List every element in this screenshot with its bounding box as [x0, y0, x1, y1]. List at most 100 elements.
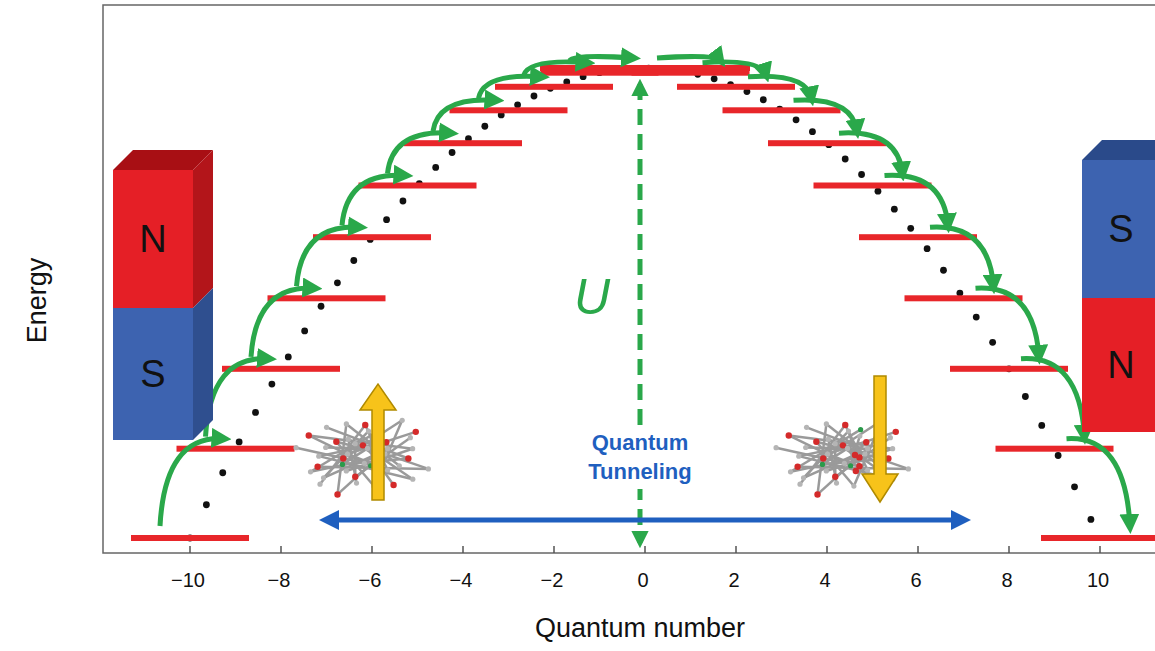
hop-arrow [160, 439, 224, 526]
molecule-atom [813, 438, 819, 444]
energy-level [859, 234, 977, 240]
molecule-atom [842, 461, 847, 466]
molecule-atom [832, 474, 838, 480]
molecule-atom [354, 480, 359, 485]
hop-arrow [342, 175, 406, 225]
energy-level [632, 70, 750, 76]
tunneling-label: Quantum Tunneling [581, 427, 699, 488]
molecule-atom [906, 466, 911, 471]
molecule-atom [826, 437, 831, 442]
hop-arrow [748, 76, 812, 98]
molecule-atom [293, 445, 298, 450]
tick-label: −10 [171, 569, 205, 592]
axis-tick [280, 546, 282, 553]
molecule-atom [340, 462, 345, 467]
molecule-atom [324, 425, 329, 430]
tick-label: 4 [819, 569, 830, 592]
energy-level [495, 84, 613, 90]
energy-level [814, 183, 932, 189]
axis-tick [189, 546, 191, 553]
magnet-pole: N [113, 170, 193, 308]
molecule-atom [345, 451, 350, 456]
axis-tick [462, 546, 464, 553]
hop-arrow [570, 57, 634, 61]
axis-tick [735, 546, 737, 553]
pole-letter: N [1107, 344, 1134, 387]
tunneling-arrow [325, 518, 965, 523]
molecule-atom [408, 435, 413, 440]
molecule-bond [336, 442, 374, 486]
tick-label: 10 [1087, 569, 1109, 592]
molecule-atom [314, 464, 320, 470]
parabola-dot [236, 439, 243, 446]
parabola-dot [711, 75, 718, 82]
axis-ticks [190, 546, 1100, 553]
pole-letter: S [1108, 208, 1133, 251]
molecule-atom [362, 422, 368, 428]
molecule-atom [385, 467, 390, 472]
hop-arrow [433, 100, 497, 131]
parabola-dot [350, 257, 357, 264]
parabola-dot [1022, 393, 1029, 400]
parabola-dot [760, 96, 767, 103]
molecule-atom [385, 446, 390, 451]
molecule-atom [334, 491, 340, 497]
magnet-side-face [193, 150, 213, 308]
parabola-dot [269, 381, 276, 388]
molecule-atom [397, 463, 402, 468]
molecule-atom [820, 455, 826, 461]
molecule-atom [803, 445, 808, 450]
hop-arrow [206, 359, 270, 437]
parabola-dot [924, 245, 931, 252]
molecule-atom [400, 418, 405, 423]
molecule-atom [858, 427, 863, 432]
molecule-atom [316, 454, 321, 459]
magnet-pole: S [1082, 160, 1155, 298]
hop-arrow [1067, 439, 1131, 526]
hop-arrow [976, 288, 1040, 357]
molecule-atom [786, 432, 792, 438]
molecule-atom [851, 483, 856, 488]
parabola-dot [809, 128, 816, 135]
molecule-atom [801, 475, 806, 480]
molecule-atom [340, 455, 346, 461]
energy-level [950, 366, 1068, 372]
parabola-dot [334, 279, 341, 286]
parabola-dot [531, 93, 538, 100]
parabola-dot [1088, 516, 1095, 523]
energy-level [404, 140, 522, 146]
parabola-dot [1038, 422, 1045, 429]
molecule-atom [865, 446, 870, 451]
molecule-atom [405, 455, 411, 461]
molecule-bond [320, 425, 365, 484]
axis-tick [1099, 546, 1101, 553]
molecule-atom [333, 438, 339, 444]
tick-label: −6 [359, 569, 382, 592]
magnet-side-face [193, 288, 213, 440]
molecule-atom [893, 429, 899, 435]
molecule-atom [833, 441, 838, 446]
parabola-dot [219, 469, 226, 476]
axis-tick [371, 546, 373, 553]
molecule-atom [788, 469, 793, 474]
tick-label: 2 [728, 569, 739, 592]
molecule-atom [865, 467, 870, 472]
energy-level [723, 107, 841, 113]
molecule-atom [862, 451, 867, 456]
magnet-pole: S [113, 308, 193, 440]
parabola-dot [1071, 483, 1078, 490]
energy-level [450, 107, 568, 113]
energy-levels [131, 65, 1155, 541]
hop-arrow [703, 62, 767, 75]
parabola-dot [481, 123, 488, 130]
molecule-atom [317, 482, 322, 487]
hop-arrow [479, 76, 543, 98]
molecule-atom [820, 462, 825, 467]
energy-level [313, 234, 431, 240]
tick-label: −8 [268, 569, 291, 592]
molecule-bond [800, 425, 845, 484]
molecule-atom [842, 422, 848, 428]
molecule-bond [791, 430, 861, 472]
tick-label: 8 [1001, 569, 1012, 592]
molecule-atom [323, 445, 328, 450]
